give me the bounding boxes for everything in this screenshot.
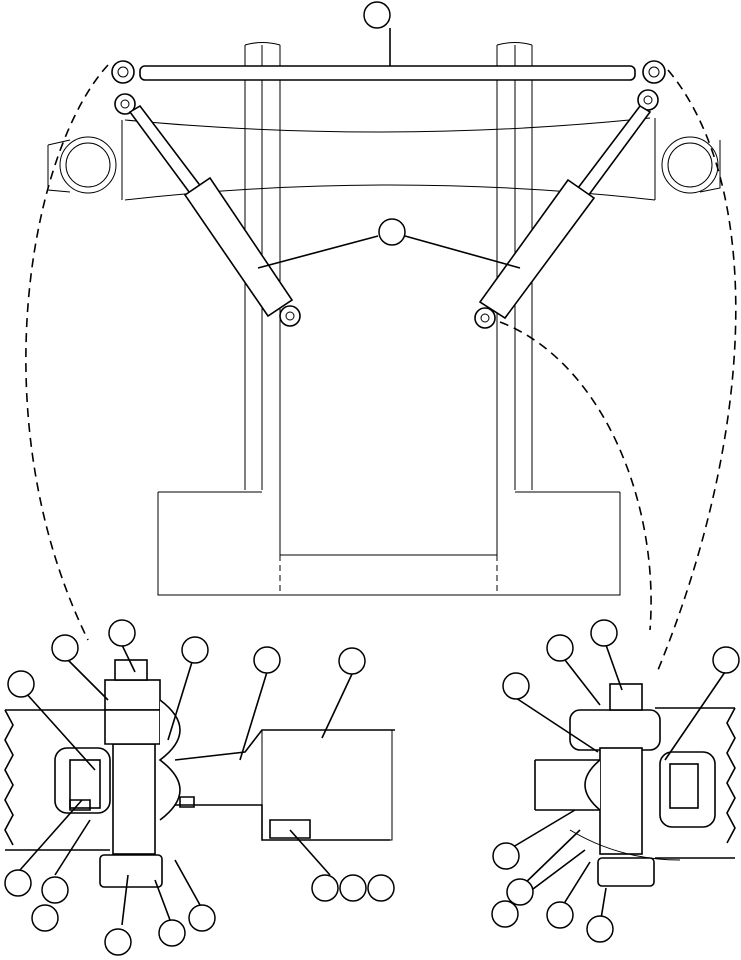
left-steering-cylinder [114, 93, 301, 327]
right-steering-cylinder [474, 89, 659, 329]
callout-circle [7, 670, 35, 698]
callout-circle [363, 1, 391, 29]
rod-end-eye-icon [111, 60, 135, 84]
callout-circle [712, 646, 740, 674]
callout-circle [339, 874, 367, 902]
callout-circle [492, 842, 520, 870]
callout-circle [378, 218, 406, 246]
callout-circle [586, 915, 614, 943]
callout-circle [108, 619, 136, 647]
callout-circle [31, 904, 59, 932]
callout-circle [253, 646, 281, 674]
callout-circle [502, 672, 530, 700]
callout-circle [41, 876, 69, 904]
callout-circle [188, 904, 216, 932]
left-detail-callouts [4, 619, 395, 956]
left-ball-joint-detail [4, 659, 395, 888]
frame-outline [47, 42, 721, 596]
callout-circle [311, 874, 339, 902]
callout-circle [104, 928, 132, 956]
callout-circle [338, 647, 366, 675]
callout-circle [546, 634, 574, 662]
right-ball-joint-detail [534, 683, 736, 887]
callout-circle [506, 878, 534, 906]
callout-circle [546, 901, 574, 929]
callout-circle [367, 874, 395, 902]
tie-rod [111, 60, 666, 84]
callout-circle [4, 869, 32, 897]
rod-end-eye-icon [642, 60, 666, 84]
callout-circle [491, 900, 519, 928]
callout-circle [158, 919, 186, 947]
callout-circle [51, 634, 79, 662]
callout-circle [590, 619, 618, 647]
right-detail-callouts [491, 619, 740, 943]
callout-circle [181, 636, 209, 664]
